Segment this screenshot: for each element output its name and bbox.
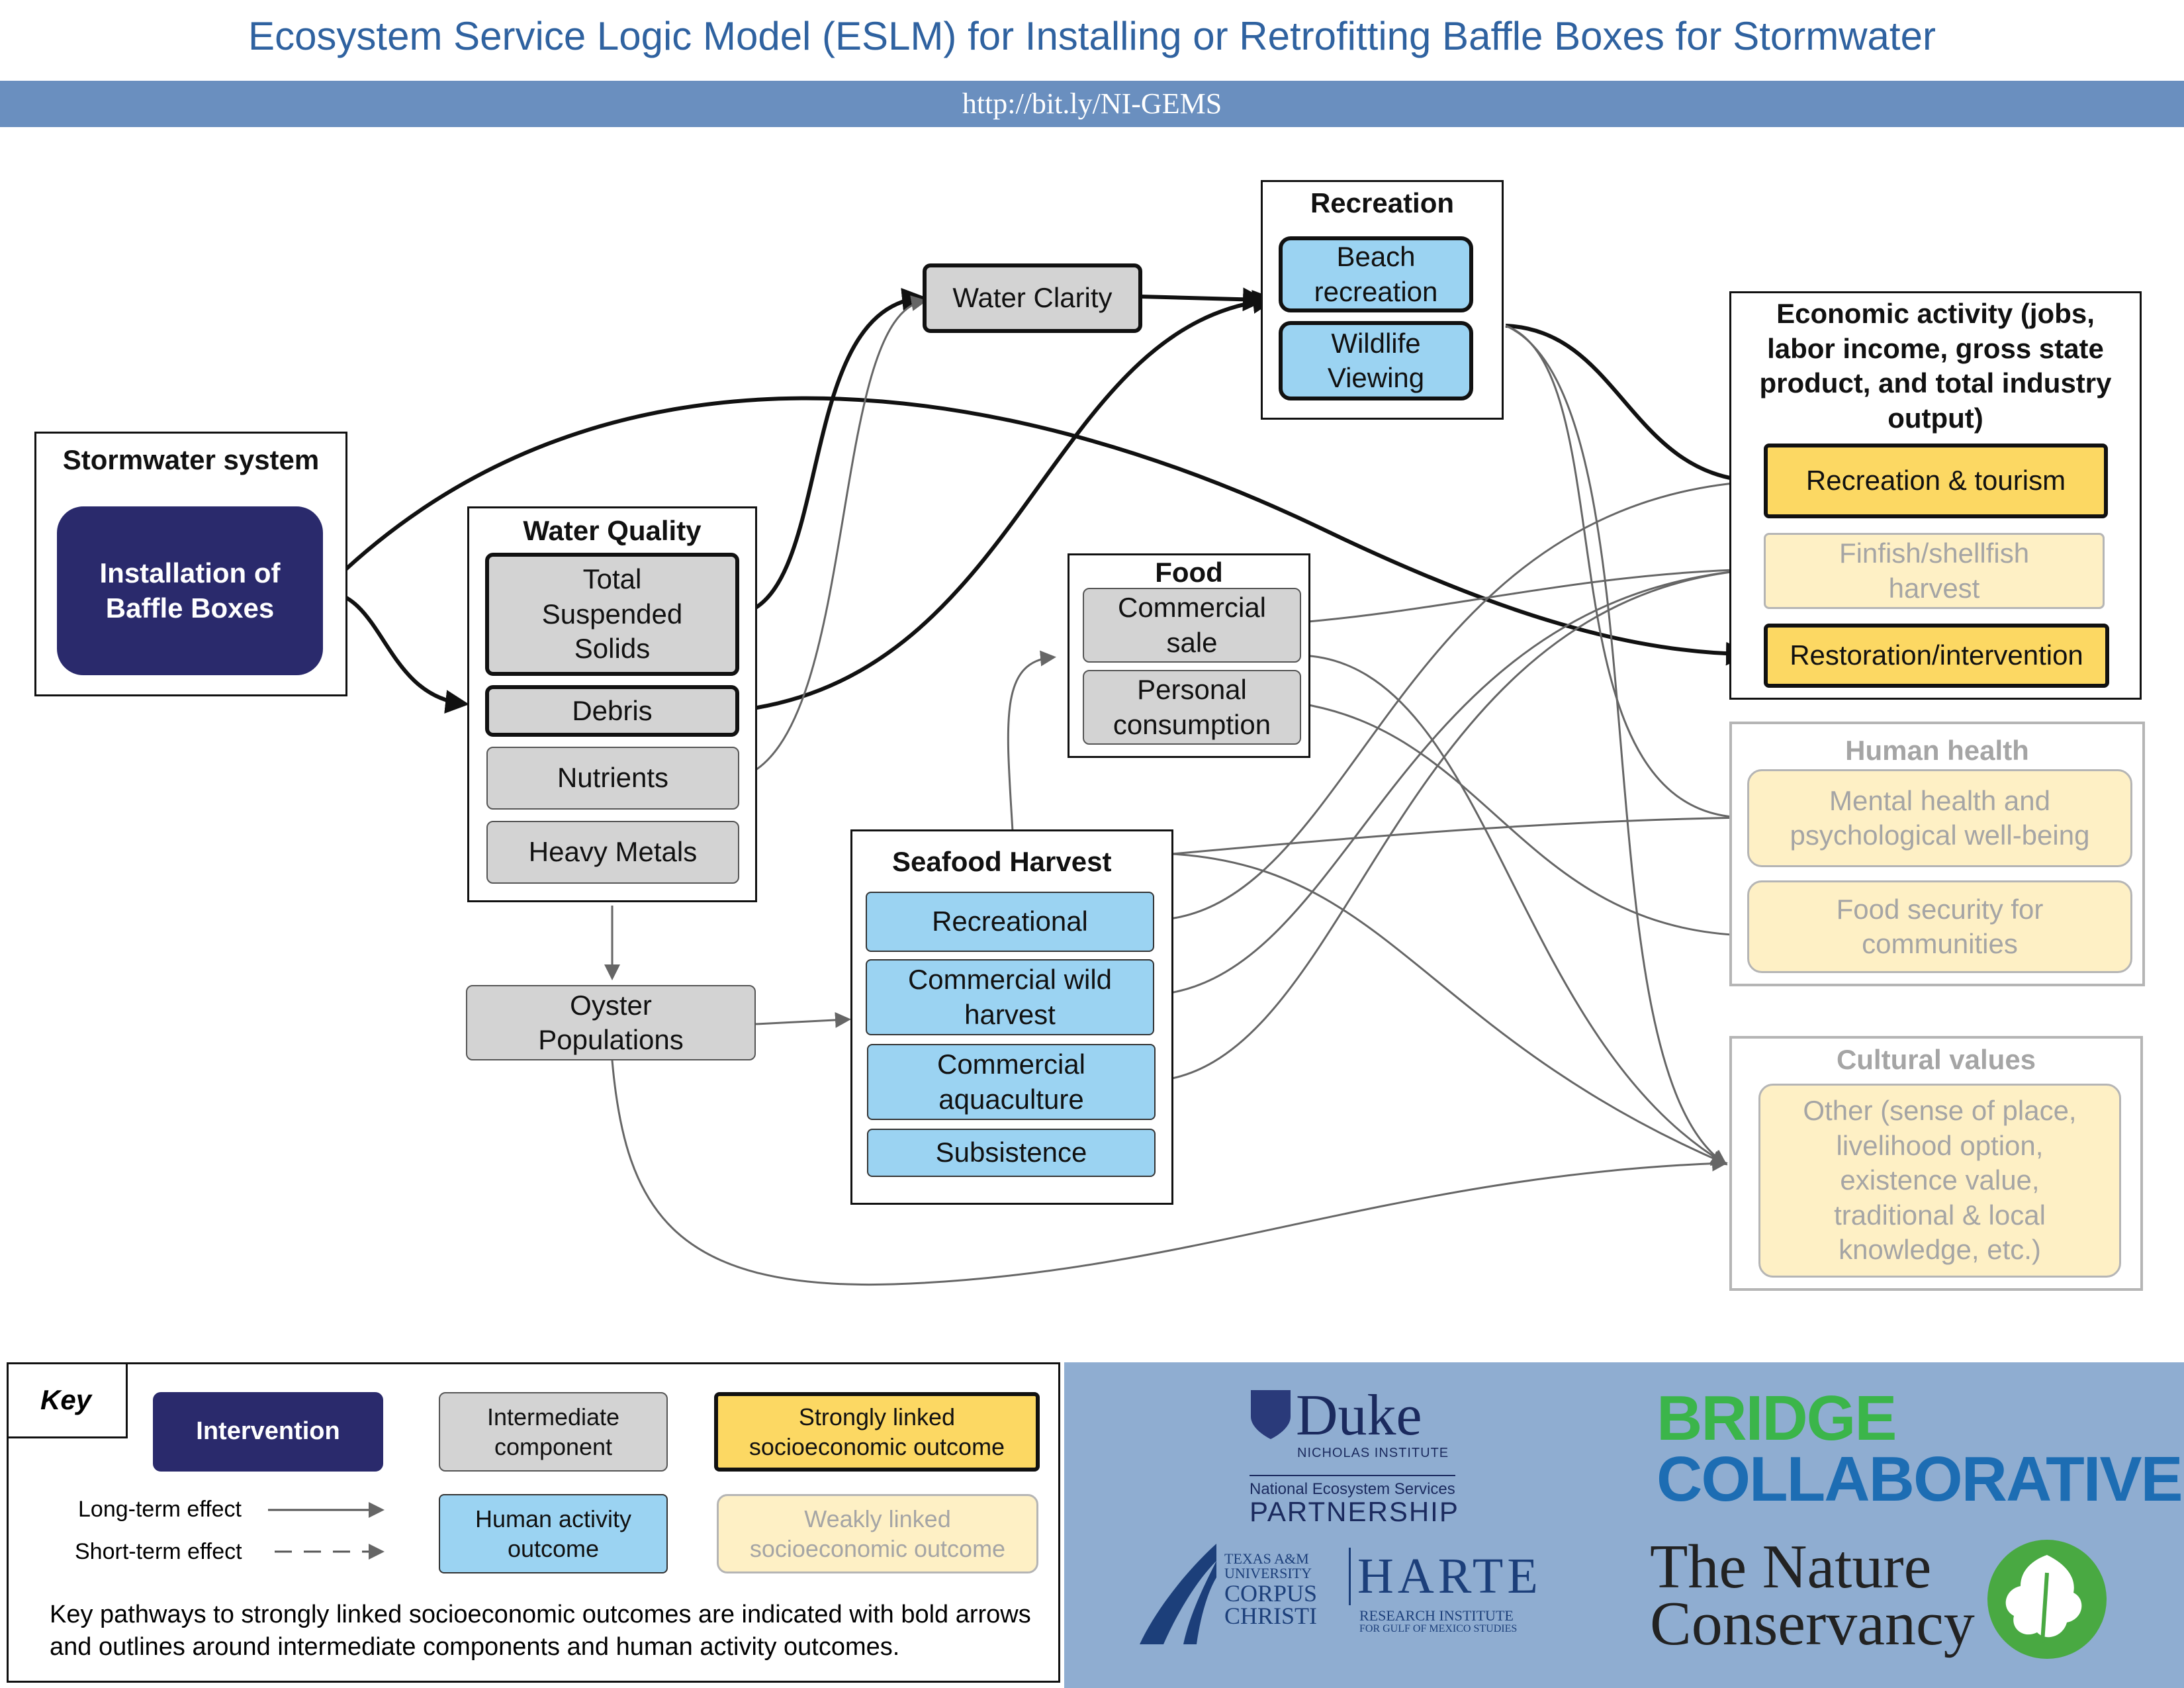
total-suspended-solids[interactable]: Total Suspended Solids: [485, 553, 739, 676]
duke-logo[interactable]: Duke NICHOLAS INSTITUTE National Ecosyst…: [1250, 1382, 1488, 1527]
commercial-sale[interactable]: Commercial sale: [1083, 588, 1301, 663]
seafood-harvest-title: Seafood Harvest: [892, 846, 1112, 877]
legend-long-term-label: Long-term effect: [78, 1497, 242, 1522]
personal-consumption[interactable]: Personal consumption: [1083, 670, 1301, 745]
wildlife-viewing[interactable]: Wildlife Viewing: [1279, 321, 1473, 400]
legend-intervention: Intervention: [153, 1392, 383, 1472]
arrow-seafood-to-food: [1007, 650, 1056, 831]
arrow-recreation-to-cultural: [1505, 324, 1727, 1166]
nutrients[interactable]: Nutrients: [486, 747, 739, 810]
harte-name: HARTE: [1349, 1548, 1542, 1605]
arrow-debris-to-recreation: [739, 290, 1277, 712]
debris[interactable]: Debris: [485, 685, 739, 737]
oyster-populations[interactable]: Oyster Populations: [466, 985, 756, 1060]
tamucc-line4: CHRISTI: [1224, 1603, 1318, 1629]
arrow-oyster-to-seafood: [755, 1011, 851, 1028]
mental-health[interactable]: Mental health and psychological well-bei…: [1747, 769, 2132, 867]
duke-shield-icon: [1251, 1390, 1291, 1439]
arrow-nutrients-to-waterclarity: [739, 295, 927, 779]
legend-human-activity: Human activity outcome: [439, 1494, 668, 1573]
intervention-baffle-boxes[interactable]: Installation of Baffle Boxes: [57, 506, 323, 675]
restoration-intervention[interactable]: Restoration/intervention: [1764, 624, 2109, 688]
cultural-other[interactable]: Other (sense of place, livelihood option…: [1758, 1084, 2121, 1278]
commercial-aquaculture[interactable]: Commercial aquaculture: [867, 1044, 1156, 1120]
harte-institute-logo[interactable]: TEXAS A&M UNIVERSITY CORPUS CHRISTI HART…: [1137, 1541, 1547, 1654]
legend-arrow-samples: [268, 1502, 385, 1560]
arrow-aquaculture-to-finfish: [1154, 562, 1761, 1082]
url-link[interactable]: http://bit.ly/NI-GEMS: [962, 87, 1222, 120]
water-clarity[interactable]: Water Clarity: [923, 263, 1142, 333]
finfish-shellfish-harvest[interactable]: Finfish/shellfish harvest: [1764, 533, 2105, 609]
arrow-recreational-to-tourism: [1154, 474, 1761, 921]
water-quality-title: Water Quality: [523, 515, 702, 546]
tamucc-line3: CORPUS: [1224, 1580, 1318, 1607]
partner-logos: Duke NICHOLAS INSTITUTE National Ecosyst…: [1064, 1362, 2184, 1688]
duke-subtitle: NICHOLAS INSTITUTE: [1297, 1446, 1449, 1460]
legend: Key Intervention Intermediate component …: [7, 1362, 1060, 1683]
nesp-line2: PARTNERSHIP: [1250, 1496, 1459, 1527]
beach-recreation[interactable]: Beach recreation: [1279, 236, 1473, 312]
tamucc-line1: TEXAS A&M: [1224, 1550, 1309, 1567]
arrow-oyster-to-cultural: [611, 1060, 1728, 1286]
arrow-tss-to-waterclarity: [739, 287, 926, 616]
tnc-line2: Conservancy: [1650, 1589, 1975, 1658]
arrow-waterclarity-to-recreation: [1141, 287, 1267, 312]
arrow-seafood-to-cultural: [1171, 853, 1728, 1166]
heavy-metals[interactable]: Heavy Metals: [486, 821, 739, 884]
arrow-wild-to-finfish: [1154, 562, 1761, 996]
arrow-commercial-to-finfish: [1300, 561, 1761, 624]
bridge-line2: COLLABORATIVE: [1657, 1444, 2183, 1515]
legend-title-tab: Key: [9, 1364, 128, 1438]
bridge-line1: BRIDGE: [1657, 1383, 1897, 1454]
food-title: Food: [1155, 557, 1223, 588]
stormwater-system-title: Stormwater system: [62, 444, 320, 475]
arrow-baffle-to-restoration: [321, 396, 1750, 666]
economic-activity-title: Economic activity (jobs, labor income, g…: [1759, 298, 2112, 434]
tnc-line1: The Nature: [1650, 1532, 1932, 1601]
harte-sub1: RESEARCH INSTITUTE: [1359, 1607, 1514, 1624]
legend-weak: Weakly linked socioeconomic outcome: [717, 1494, 1038, 1573]
page-title: Ecosystem Service Logic Model (ESLM) for…: [248, 14, 1936, 58]
duke-name: Duke: [1296, 1383, 1422, 1448]
arrow-seafood-to-mental: [1171, 810, 1748, 855]
arrow-commercial-to-cultural: [1300, 654, 1728, 1166]
commercial-wild-harvest[interactable]: Commercial wild harvest: [866, 959, 1154, 1035]
food-security[interactable]: Food security for communities: [1747, 880, 2132, 973]
url-banner: http://bit.ly/NI-GEMS: [0, 81, 2184, 127]
harte-sub2: FOR GULF OF MEXICO STUDIES: [1359, 1623, 1518, 1634]
legend-note: Key pathways to strongly linked socioeco…: [50, 1601, 1031, 1662]
legend-short-term-label: Short-term effect: [75, 1539, 242, 1564]
tamucc-line2: UNIVERSITY: [1224, 1565, 1312, 1581]
arrow-recreation-to-mental: [1505, 324, 1748, 825]
human-health-title: Human health: [1845, 735, 2029, 766]
recreation-and-tourism[interactable]: Recreation & tourism: [1764, 444, 2108, 518]
tnc-oak-leaf-icon: [1987, 1540, 2107, 1659]
arrow-personal-to-foodsecurity: [1300, 702, 1748, 943]
cultural-values-title: Cultural values: [1836, 1044, 2036, 1075]
legend-strong: Strongly linked socioeconomic outcome: [714, 1392, 1040, 1472]
legend-title: Key: [40, 1384, 92, 1415]
recreation-title: Recreation: [1310, 187, 1455, 218]
subsistence[interactable]: Subsistence: [867, 1129, 1156, 1177]
nesp-line1: National Ecosystem Services: [1250, 1475, 1455, 1499]
seafood-recreational[interactable]: Recreational: [866, 892, 1154, 952]
tamucc-wing-icon: [1140, 1544, 1216, 1644]
legend-intermediate: Intermediate component: [439, 1392, 668, 1472]
nature-conservancy-logo[interactable]: The Nature Conservancy: [1650, 1531, 2126, 1670]
bridge-collaborative-logo[interactable]: BRIDGE COLLABORATIVE: [1657, 1382, 2183, 1515]
arrow-recreation-to-tourism: [1505, 324, 1763, 492]
